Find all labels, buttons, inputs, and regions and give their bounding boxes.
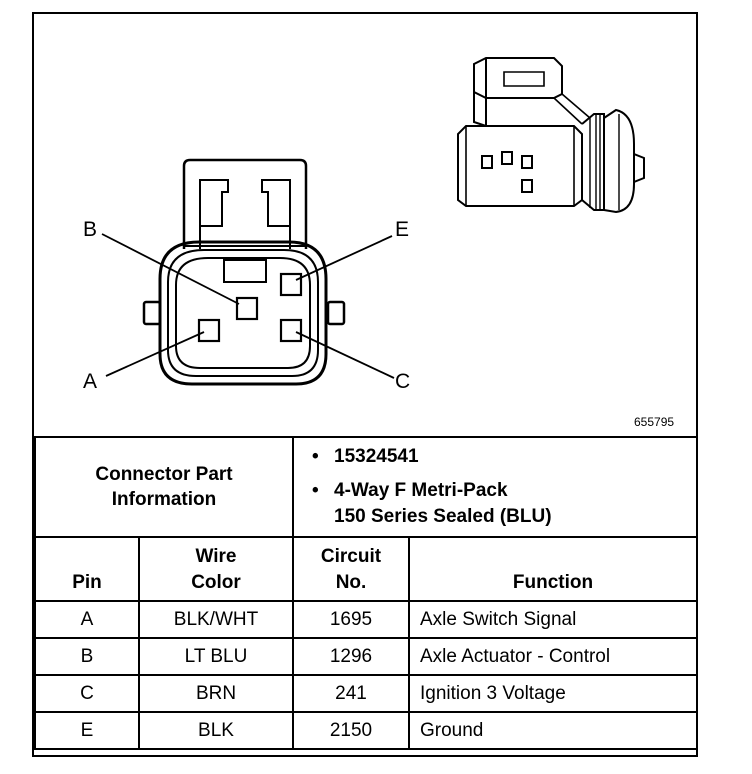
circuit-cell: 2150 [292,711,410,750]
part-number-item: • 15324541 [312,444,696,470]
function-cell: Ground [407,711,699,750]
pin-label-c: C [395,370,411,393]
column-header-circuit: Circuit No. [292,536,410,602]
wire-color-cell: BLK [138,711,294,750]
connector-description-line2: 150 Series Sealed (BLU) [334,506,552,527]
circuit-cell: 1695 [292,600,410,639]
connector-description-item: • 4-Way F Metri-Pack [312,478,696,504]
column-header-wire-line1: Wire [195,546,237,567]
pin-cell: C [34,674,140,713]
pin-label-a: A [83,370,98,393]
wire-color-cell: LT BLU [138,637,294,676]
column-header-wire-color: Wire Color [138,536,294,602]
connector-info-row: Connector Part Information • 15324541 • … [34,436,699,538]
table-row: E BLK 2150 Ground [34,711,699,750]
bullet-icon: • [312,480,319,501]
connector-info-label-line1: Connector Part [95,464,233,485]
circuit-cell: 241 [292,674,410,713]
function-cell: Ignition 3 Voltage [407,674,699,713]
pin-cell: E [34,711,140,750]
pin-cell: B [34,637,140,676]
function-cell: Axle Switch Signal [407,600,699,639]
column-header-circuit-line2: No. [335,572,367,593]
table-row: C BRN 241 Ignition 3 Voltage [34,674,699,713]
bullet-icon: • [312,446,319,467]
connector-diagram: B E A C 655795 [34,14,696,436]
column-header-function: Function [407,536,699,602]
connector-info-values: • 15324541 • 4-Way F Metri-Pack 150 Seri… [291,436,699,538]
connector-iso-drawing [457,57,645,214]
connector-sheet: B E A C 655795 Connector Part Informatio… [32,12,699,757]
wire-color-cell: BRN [138,674,294,713]
connector-info-label-line2: Information [111,489,217,510]
pin-label-b: B [83,218,98,241]
connector-pinout-table: Connector Part Information • 15324541 • … [34,436,699,750]
column-header-circuit-line1: Circuit [320,546,382,567]
pin-cell: A [34,600,140,639]
figure-reference-number: 655795 [634,415,675,429]
column-header-pin: Pin [34,536,140,602]
pin-label-e: E [395,218,410,241]
part-number: 15324541 [334,446,419,467]
function-cell: Axle Actuator - Control [407,637,699,676]
circuit-cell: 1296 [292,637,410,676]
connector-info-label: Connector Part Information [34,436,294,538]
connector-face-drawing [101,57,645,386]
column-header-pin-text: Pin [72,572,102,593]
column-header-function-text: Function [512,572,594,593]
connector-description-line1: 4-Way F Metri-Pack [334,480,508,501]
column-header-row: Pin Wire Color Circuit No. Function [34,536,699,602]
column-header-wire-line2: Color [191,572,241,593]
connector-description-line2-wrap: 150 Series Sealed (BLU) [334,504,696,530]
wire-color-cell: BLK/WHT [138,600,294,639]
table-row: A BLK/WHT 1695 Axle Switch Signal [34,600,699,639]
table-row: B LT BLU 1296 Axle Actuator - Control [34,637,699,676]
